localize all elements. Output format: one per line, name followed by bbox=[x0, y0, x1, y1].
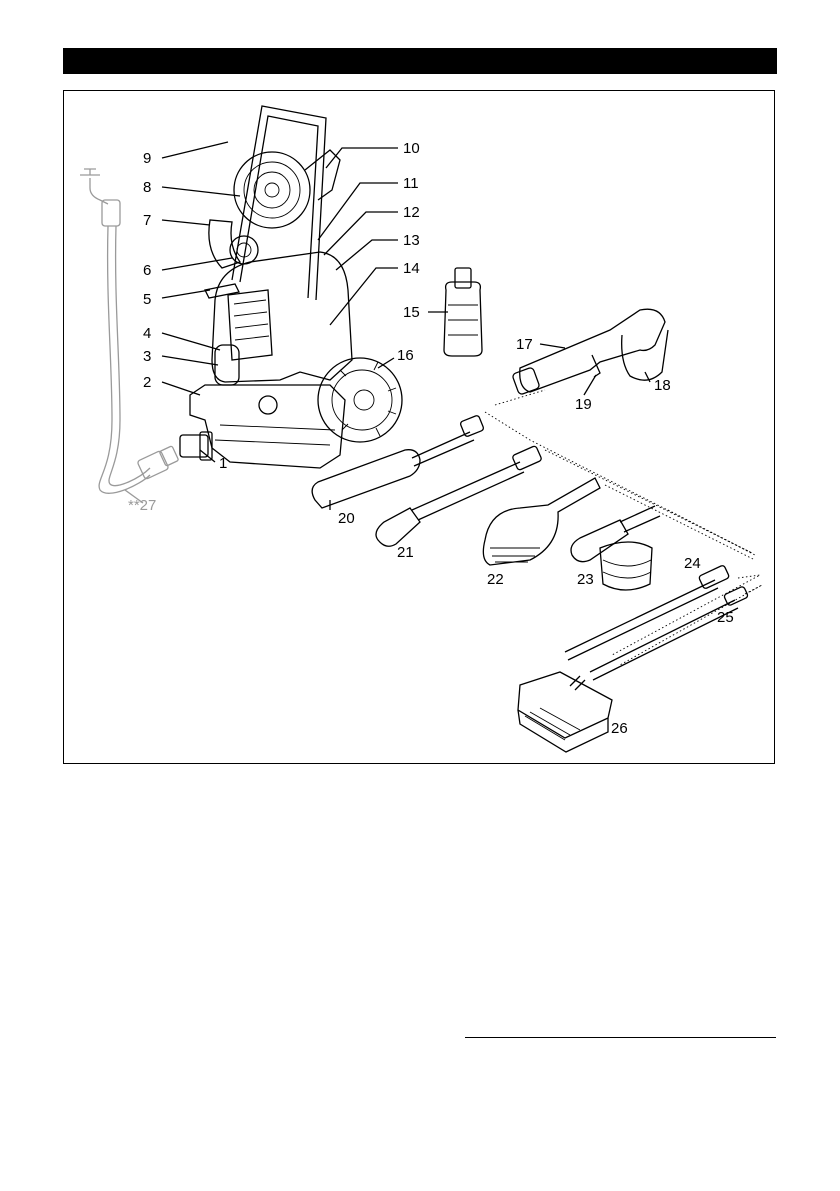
callout-5: 5 bbox=[143, 291, 151, 308]
water-hose-illustration bbox=[80, 169, 179, 493]
callout-23: 23 bbox=[577, 571, 594, 588]
callout-26: 26 bbox=[611, 720, 628, 737]
callout-labels: 1 2 3 4 5 6 7 8 9 10 11 12 13 14 15 16 1… bbox=[128, 140, 734, 737]
wash-brush-22-illustration bbox=[483, 478, 600, 565]
callout-18: 18 bbox=[654, 377, 671, 394]
callout-9: 9 bbox=[143, 150, 151, 167]
lance-20-illustration bbox=[312, 415, 484, 508]
pressure-washer-illustration bbox=[180, 106, 402, 468]
callout-1: 1 bbox=[219, 455, 227, 472]
detergent-bottle-illustration bbox=[444, 268, 482, 356]
callout-25: 25 bbox=[717, 609, 734, 626]
callout-7: 7 bbox=[143, 212, 151, 229]
lance-21-illustration bbox=[376, 445, 542, 546]
callout-21: 21 bbox=[397, 544, 414, 561]
callout-14: 14 bbox=[403, 260, 420, 277]
callout-13: 13 bbox=[403, 232, 420, 249]
callout-12: 12 bbox=[403, 204, 420, 221]
callout-24: 24 bbox=[684, 555, 701, 572]
callout-8: 8 bbox=[143, 179, 151, 196]
spray-gun-illustration bbox=[512, 309, 668, 395]
callout-16: 16 bbox=[397, 347, 414, 364]
extension-lance-25-illustration bbox=[590, 586, 749, 680]
callout-22: 22 bbox=[487, 571, 504, 588]
callout-2: 2 bbox=[143, 374, 151, 391]
callout-11: 11 bbox=[403, 175, 419, 192]
footnote-rule bbox=[465, 1037, 776, 1038]
callout-27: **27 bbox=[128, 497, 156, 514]
leader-lines bbox=[125, 142, 650, 510]
callout-4: 4 bbox=[143, 325, 151, 342]
callout-20: 20 bbox=[338, 510, 355, 527]
callout-10: 10 bbox=[403, 140, 420, 157]
callout-19: 19 bbox=[575, 396, 592, 413]
callout-17: 17 bbox=[516, 336, 533, 353]
callout-6: 6 bbox=[143, 262, 151, 279]
callout-15: 15 bbox=[403, 304, 420, 321]
surface-brush-26-illustration bbox=[518, 672, 612, 752]
callout-3: 3 bbox=[143, 348, 151, 365]
